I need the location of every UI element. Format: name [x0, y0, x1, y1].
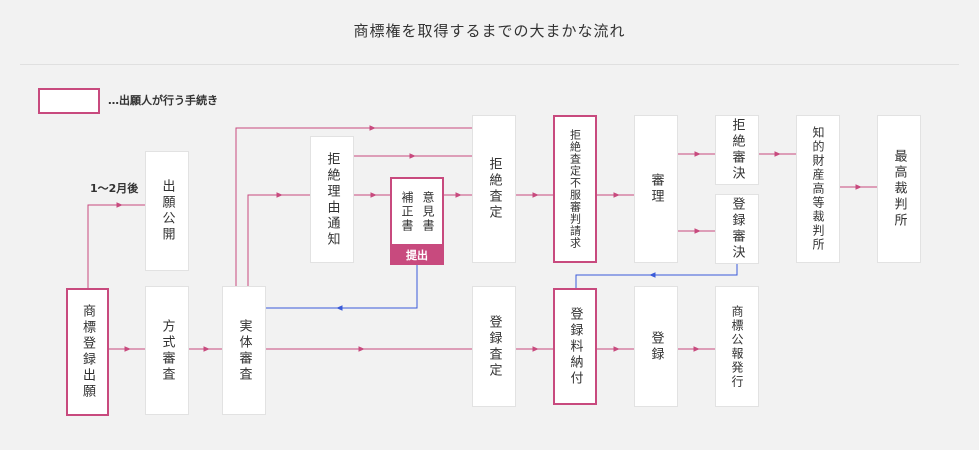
step-fee-payment-label: 登録料納付	[567, 306, 583, 387]
step-appeal-label: 拒絶査定不服審判請求	[568, 129, 582, 249]
step-refusal-notice-label: 拒絶理由通知	[324, 151, 340, 248]
step-formal-exam-label: 方式審査	[159, 318, 175, 383]
legend-swatch	[38, 88, 100, 114]
step-gazette: 商標公報発行	[715, 286, 759, 407]
step-gazette-label: 商標公報発行	[730, 304, 744, 389]
step-ip-high-court: 知的財産高等裁判所	[796, 115, 840, 263]
step-supreme-court-label: 最高裁判所	[891, 149, 907, 229]
step-application-label: 商標登録出願	[80, 304, 95, 400]
step-registration-label: 登録	[648, 330, 664, 363]
step-trial-label: 審理	[648, 173, 664, 205]
legend-label: …出願人が行う手続き	[108, 94, 218, 107]
step-registration-decision: 登録査定	[472, 286, 516, 407]
amendment-label: 補正書	[400, 190, 414, 233]
step-registration-decision-label: 登録査定	[486, 314, 502, 379]
step-substantive-exam: 実体審査	[222, 286, 266, 415]
step-refusal-decision: 拒絶査定	[472, 115, 516, 263]
step-application: 商標登録出願	[66, 288, 109, 416]
step-substantive-exam-label: 実体審査	[236, 318, 252, 383]
step-publication-label: 出願公開	[159, 179, 175, 243]
step-trial: 審理	[634, 115, 678, 263]
submit-badge: 提出	[390, 245, 444, 265]
step-publication: 出願公開	[145, 151, 189, 271]
divider	[20, 64, 959, 65]
step-refusal-trial-decision-label: 拒絶審決	[729, 118, 745, 182]
step-refusal-notice: 拒絶理由通知	[310, 136, 354, 263]
step-registration-trial-decision-label: 登録審決	[729, 197, 745, 261]
step-appeal: 拒絶査定不服審判請求	[553, 115, 597, 263]
step-fee-payment: 登録料納付	[553, 288, 597, 405]
step-refusal-decision-label: 拒絶査定	[486, 157, 502, 221]
step-ip-high-court-label: 知的財産高等裁判所	[811, 126, 825, 252]
step-registration: 登録	[634, 286, 678, 407]
step-formal-exam: 方式審査	[145, 286, 189, 415]
opinion-label: 意見書	[421, 190, 435, 233]
step-registration-trial-decision: 登録審決	[715, 194, 759, 264]
step-supreme-court: 最高裁判所	[877, 115, 921, 263]
timing-label: 1〜2月後	[90, 182, 139, 195]
page-title: 商標権を取得するまでの大まかな流れ	[353, 22, 626, 40]
step-refusal-trial-decision: 拒絶審決	[715, 115, 759, 185]
step-opinion-amendment: 補正書 意見書	[390, 177, 444, 246]
